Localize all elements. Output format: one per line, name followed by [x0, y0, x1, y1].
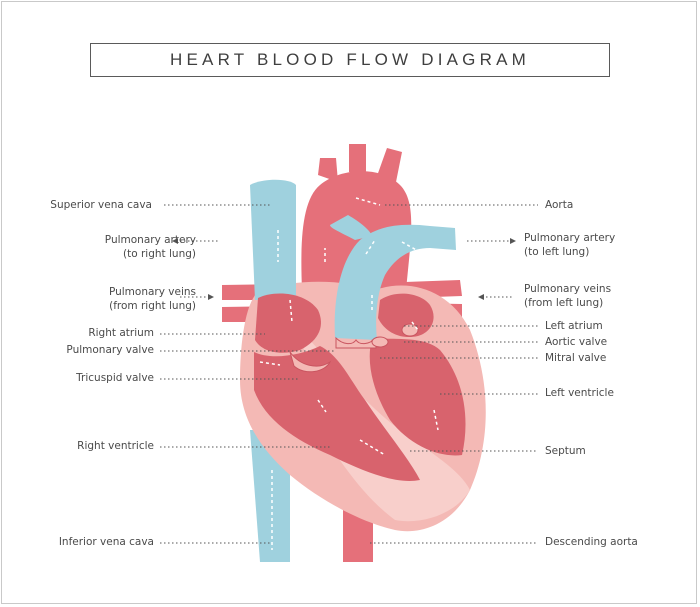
label-aortic-valve: Aortic valve: [545, 336, 608, 348]
tricuspid-valve-shape: [289, 351, 332, 373]
label-aorta: Aorta: [545, 199, 574, 211]
label-pulmonary-artery-right-line1: Pulmonary artery: [104, 234, 196, 246]
label-pulmonary-veins-right-line2: (from right lung): [109, 300, 196, 312]
label-right-ventricle: Right ventricle: [77, 440, 154, 452]
label-mitral-valve: Mitral valve: [545, 352, 607, 364]
leader-lines: [160, 204, 538, 544]
label-septum: Septum: [545, 445, 586, 457]
aortic-valve-shape: [401, 323, 419, 337]
left-atrium-chamber: [378, 293, 434, 338]
superior-vena-cava-vessel: [250, 179, 296, 300]
label-pulmonary-veins-right-line1: Pulmonary veins: [108, 286, 196, 298]
label-pulmonary-veins-left-line1: Pulmonary veins: [524, 283, 612, 295]
title-box: HEART BLOOD FLOW DIAGRAM: [90, 43, 610, 77]
leader-arrowheads: [172, 238, 516, 300]
aorta-branches: [318, 144, 402, 182]
label-right-atrium: Right atrium: [88, 327, 154, 339]
label-pulmonary-veins-left-line2: (from left lung): [524, 297, 604, 309]
label-left-ventricle: Left ventricle: [545, 387, 614, 399]
label-pulmonary-artery-left-line1: Pulmonary artery: [524, 232, 616, 244]
pulmonary-trunk-vessel: [334, 224, 456, 340]
left-ventricle-chamber: [369, 338, 466, 456]
label-left-atrium: Left atrium: [545, 320, 603, 332]
label-pulmonary-artery-right-line2: (to right lung): [123, 248, 196, 260]
label-inferior-vena-cava: Inferior vena cava: [58, 536, 154, 548]
label-descending-aorta: Descending aorta: [545, 536, 638, 548]
label-superior-vena-cava: Superior vena cava: [50, 199, 152, 211]
label-pulmonary-artery-left-line2: (to left lung): [524, 246, 590, 258]
right-atrium-chamber: [255, 293, 321, 353]
label-pulmonary-valve: Pulmonary valve: [66, 344, 154, 356]
flow-arrows: [259, 197, 439, 550]
label-tricuspid-valve: Tricuspid valve: [76, 372, 154, 384]
mitral-valve-shape: [371, 336, 389, 348]
diagram-title: HEART BLOOD FLOW DIAGRAM: [170, 50, 530, 69]
right-ventricle-chamber: [254, 346, 420, 481]
pulmonary-artery-right-branch: [330, 215, 372, 240]
